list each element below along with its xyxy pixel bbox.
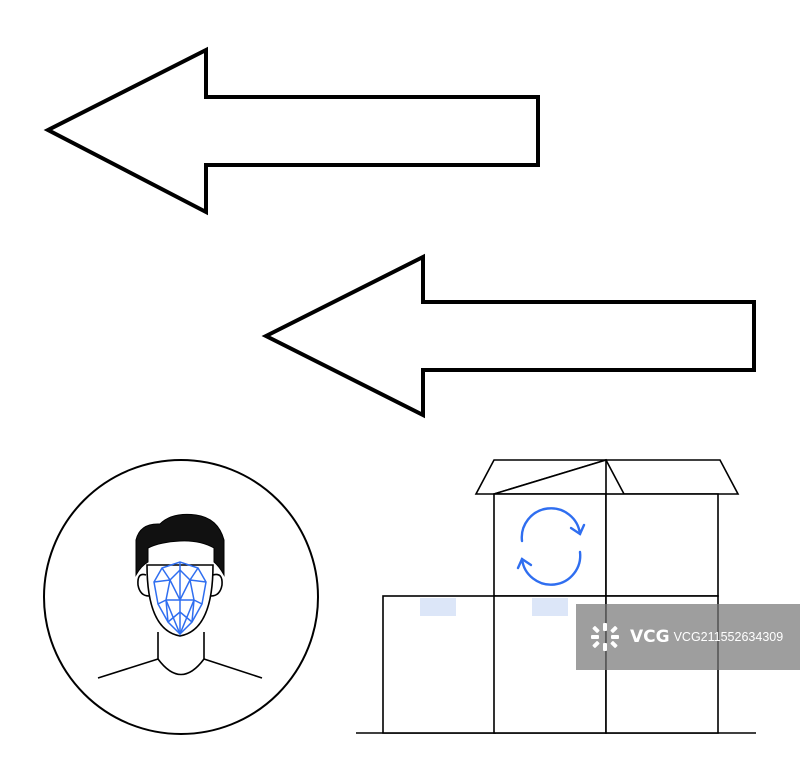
watermark-id-text: VCG211552634309	[673, 630, 784, 644]
arrow-left-icon-top	[43, 46, 540, 216]
box-stack-icon	[356, 458, 756, 734]
vcg-logo-icon	[591, 623, 619, 651]
refresh-icon	[516, 507, 586, 586]
face-mesh-grid	[153, 561, 207, 636]
vcg-watermark: VCG VCG211552634309	[576, 604, 800, 670]
watermark-logo-text: VCG	[630, 627, 670, 647]
face-recognition-icon	[43, 459, 319, 735]
arrow-left-icon-middle	[261, 253, 756, 419]
